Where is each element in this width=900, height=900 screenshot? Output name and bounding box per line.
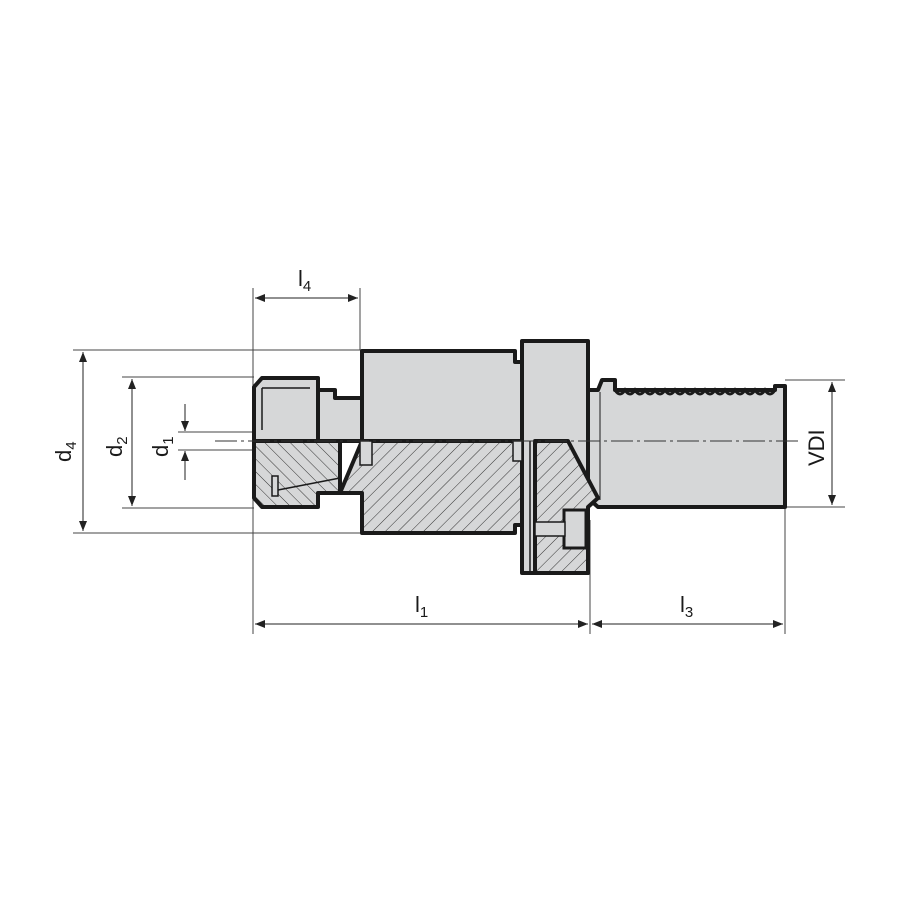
label-main: l xyxy=(680,592,685,617)
vdi-shank xyxy=(586,378,787,509)
dimension-lines xyxy=(79,294,836,628)
label-sub: 2 xyxy=(114,436,131,445)
set-screw xyxy=(562,508,588,550)
label-d2: d2 xyxy=(102,436,131,457)
label-main: VDI xyxy=(804,429,829,466)
main-body-section xyxy=(338,439,524,535)
label-main: l xyxy=(298,266,303,291)
label-l3: l3 xyxy=(680,592,694,621)
label-main: d xyxy=(51,449,76,462)
label-main: l xyxy=(415,592,420,617)
label-d4: d4 xyxy=(51,441,80,462)
main-body xyxy=(360,349,524,443)
label-sub: 1 xyxy=(419,604,429,621)
label-d1: d1 xyxy=(148,436,177,457)
label-sub: 4 xyxy=(63,441,80,450)
label-main: d xyxy=(148,444,173,457)
label-l4: l4 xyxy=(298,266,312,295)
thread xyxy=(613,387,777,396)
label-sub: 4 xyxy=(302,278,312,295)
neck xyxy=(316,388,364,443)
label-main: d xyxy=(102,444,127,457)
label-sub: 3 xyxy=(684,604,694,621)
collet-nut-section xyxy=(252,439,342,509)
label-sub: 1 xyxy=(160,436,177,445)
tool-holder-body xyxy=(252,339,787,575)
pin xyxy=(534,521,566,537)
label-vdi: VDI xyxy=(804,429,829,466)
label-l1: l1 xyxy=(415,592,429,621)
